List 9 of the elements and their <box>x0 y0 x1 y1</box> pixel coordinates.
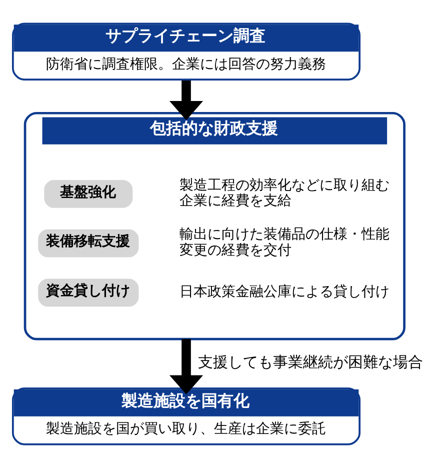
node-box: 基盤強化 <box>44 180 133 208</box>
arrow <box>169 80 204 120</box>
node-box: 装備移転支援 <box>38 229 139 258</box>
node-label: 日本政策金融公庫による貸し付け <box>180 284 390 300</box>
edge-label: 支援しても事業継続が困難な場合 <box>198 352 423 371</box>
arrow <box>169 339 204 394</box>
node-label: 製造工程の効率化などに取り組む企業に経費を支給 <box>180 177 390 210</box>
node-box: 資金貸し付け <box>38 278 139 307</box>
node-label: 輸出に向けた装備品の仕様・性能変更の経費を交付 <box>180 226 390 258</box>
